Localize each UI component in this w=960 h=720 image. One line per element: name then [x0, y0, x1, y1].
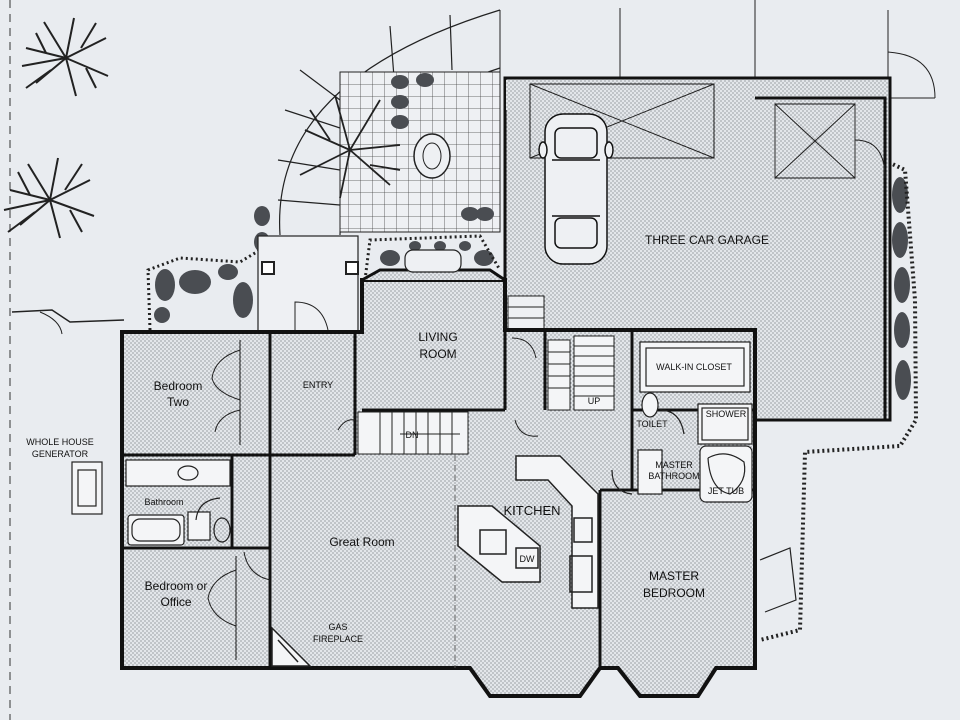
label-stairs-dn: DN	[406, 430, 419, 440]
fountain-basin	[422, 142, 442, 170]
label-great-room: Great Room	[329, 535, 394, 549]
master-patio	[759, 547, 797, 613]
garage-wall	[755, 96, 887, 420]
fireplace-icon	[271, 626, 312, 667]
garage-door-panel	[529, 83, 715, 159]
label-bedroom-office-2: Office	[160, 595, 191, 609]
entry-door-swing	[294, 301, 329, 331]
label-stairs-up: UP	[588, 396, 601, 406]
label-shower: SHOWER	[706, 409, 747, 419]
label-entry: ENTRY	[303, 380, 333, 390]
porch-column	[345, 261, 359, 275]
paver-edging-left	[146, 248, 261, 331]
closet-office	[207, 551, 271, 660]
label-bedroom-two-2: Two	[167, 395, 189, 409]
generator-icon	[71, 461, 103, 515]
label-generator-1: WHOLE HOUSE	[26, 437, 94, 447]
bay-window	[404, 249, 462, 273]
label-master-bedroom-1: MASTER	[649, 569, 699, 583]
label-master-bathroom-1: MASTER	[655, 460, 693, 470]
tree-icon	[3, 17, 109, 239]
closet-bedroom-two	[211, 340, 241, 445]
label-living-room-1: LIVING	[418, 330, 457, 344]
label-toilet: TOILET	[636, 419, 668, 429]
hall-door-swing	[514, 419, 539, 437]
stairs-up	[547, 335, 615, 411]
label-bathroom: Bathroom	[144, 497, 183, 507]
garage-door-swing	[511, 337, 537, 359]
label-kitchen: KITCHEN	[503, 503, 560, 518]
label-gas-fireplace-1: GAS	[328, 622, 347, 632]
label-jet-tub: JET TUB	[708, 486, 744, 496]
label-living-room-2: ROOM	[419, 347, 456, 361]
label-dw: DW	[520, 554, 535, 564]
stairs-down	[337, 411, 469, 455]
kitchen-counters	[457, 455, 599, 609]
garage-steps	[507, 295, 545, 331]
tree-icon	[299, 94, 401, 199]
garage-door-panel	[774, 103, 856, 179]
front-porch	[257, 235, 359, 333]
label-three-car-garage: THREE CAR GARAGE	[645, 233, 769, 247]
car-icon	[538, 113, 614, 265]
label-walk-in-closet: WALK-IN CLOSET	[656, 362, 732, 372]
label-master-bedroom-2: BEDROOM	[643, 586, 705, 600]
paver-edging-court	[363, 234, 502, 281]
master-suite-fixtures	[611, 341, 753, 503]
label-bedroom-office-1: Bedroom or	[145, 579, 208, 593]
bathroom-fixtures	[125, 459, 231, 546]
fountain-icon	[413, 133, 451, 179]
label-master-bathroom-2: BATHROOM	[648, 471, 699, 481]
side-fence	[11, 309, 125, 323]
label-bedroom-two-1: Bedroom	[154, 379, 203, 393]
label-gas-fireplace-2: FIREPLACE	[313, 634, 363, 644]
porch-column	[261, 261, 275, 275]
gate-swing	[39, 311, 63, 335]
label-generator-2: GENERATOR	[32, 449, 89, 459]
